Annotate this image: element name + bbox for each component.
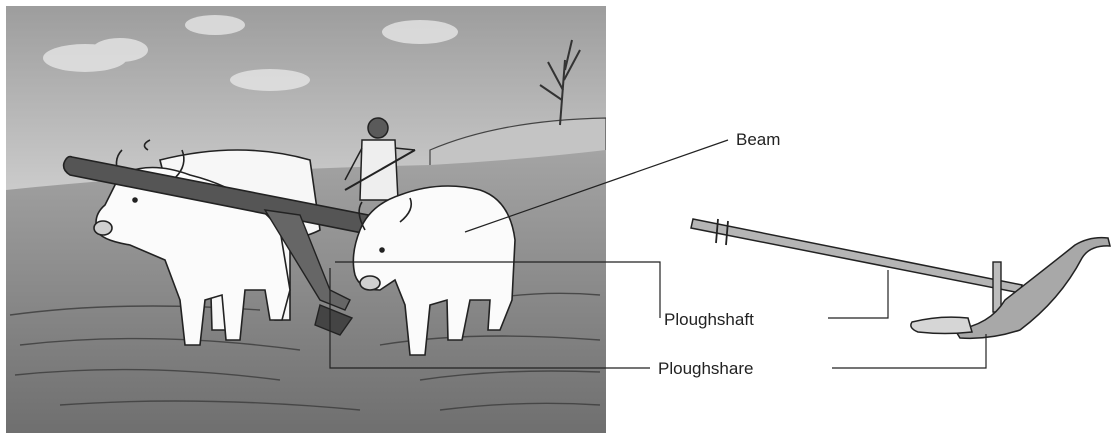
plough-handle	[955, 238, 1110, 339]
plough-diagram	[691, 219, 1110, 338]
plough-shaft-drawing	[691, 219, 1022, 293]
beam-label: Beam	[736, 130, 780, 149]
ploughshare-label: Ploughshare	[658, 359, 753, 378]
ploughshaft-leader-plough	[828, 270, 888, 318]
ploughing-scene-illustration	[6, 6, 606, 433]
ploughshare-leader-plough	[832, 334, 986, 368]
ploughshaft-label: Ploughshaft	[664, 310, 754, 329]
upright-peg	[993, 262, 1001, 312]
plough-share-drawing	[911, 317, 972, 333]
